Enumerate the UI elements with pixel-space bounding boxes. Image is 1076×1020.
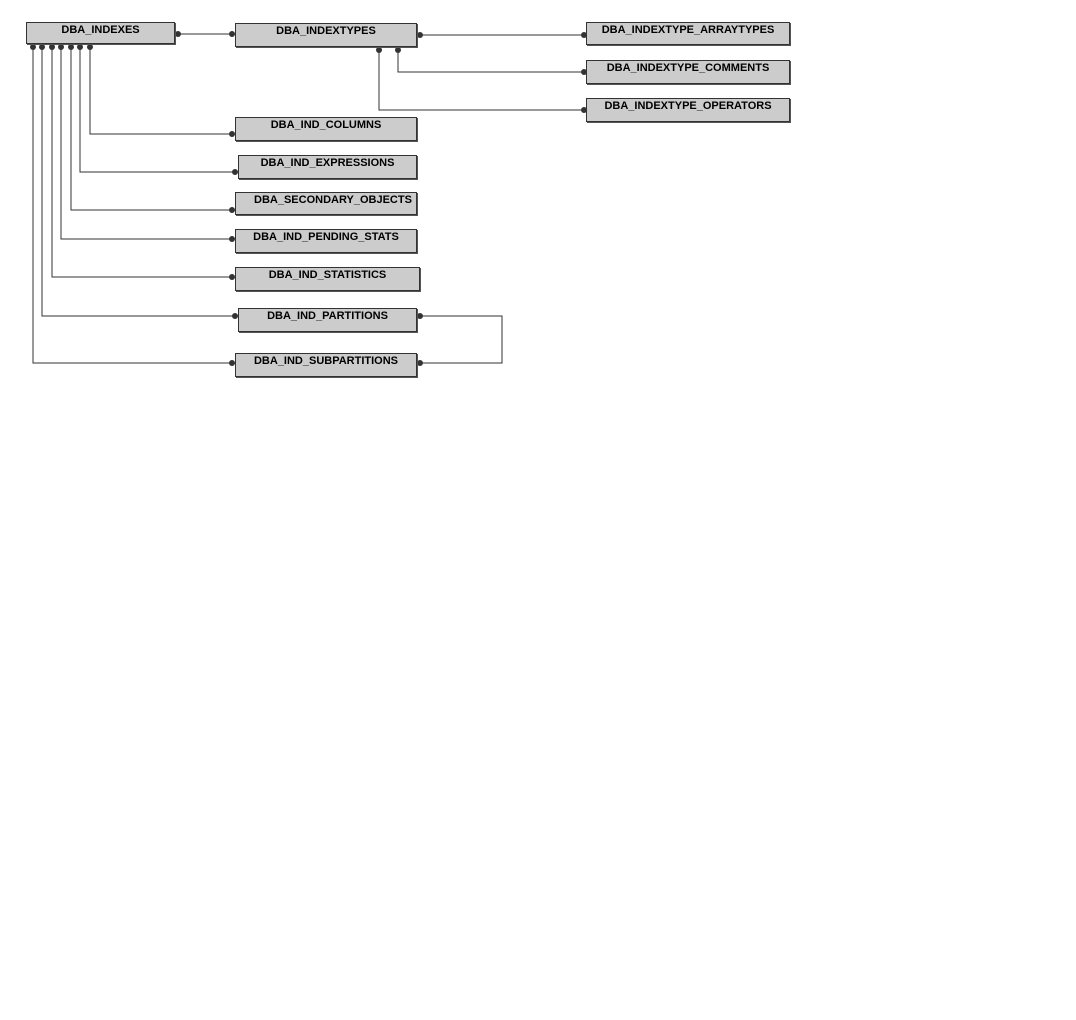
edge-indexes-ind-statistics — [51, 47, 232, 278]
node-dba-ind-pending-stats[interactable]: DBA_IND_PENDING_STATS — [235, 229, 417, 253]
connector-dot — [229, 131, 235, 137]
connector-dot — [232, 313, 238, 319]
node-dba-indexes[interactable]: DBA_INDEXES — [26, 22, 175, 44]
node-dba-ind-subpartitions[interactable]: DBA_IND_SUBPARTITIONS — [235, 353, 417, 377]
connector-dot — [229, 207, 235, 213]
node-dba-ind-columns[interactable]: DBA_IND_COLUMNS — [235, 117, 417, 141]
connector-dot — [417, 32, 423, 38]
connector-dot — [417, 313, 423, 319]
connector-dot — [581, 69, 587, 75]
edge-indextypes-comments — [397, 50, 584, 73]
connector-dot — [68, 44, 74, 50]
connector-dot — [417, 360, 423, 366]
edge-indexes-ind-expressions — [79, 47, 235, 173]
connector-dot — [581, 107, 587, 113]
connector-dot — [175, 31, 181, 37]
node-dba-indextype-arraytypes[interactable]: DBA_INDEXTYPE_ARRAYTYPES — [586, 22, 790, 45]
node-dba-ind-expressions[interactable]: DBA_IND_EXPRESSIONS — [238, 155, 417, 179]
connector-dot — [232, 169, 238, 175]
connector-dot — [229, 31, 235, 37]
connector-dot — [58, 44, 64, 50]
connector-dot — [30, 44, 36, 50]
connector-dot — [395, 47, 401, 53]
node-dba-indextypes[interactable]: DBA_INDEXTYPES — [235, 23, 417, 47]
node-dba-indextype-comments[interactable]: DBA_INDEXTYPE_COMMENTS — [586, 60, 790, 84]
edge-indexes-ind-columns — [89, 47, 232, 135]
connector-dot — [229, 274, 235, 280]
node-dba-ind-statistics[interactable]: DBA_IND_STATISTICS — [235, 267, 420, 291]
node-dba-secondary-objects[interactable]: DBA_SECONDARY_OBJECTS — [235, 192, 417, 215]
connector-dot — [376, 47, 382, 53]
connector-dot — [581, 32, 587, 38]
edge-partitions-subpartitions — [420, 315, 503, 364]
connector-dot — [229, 236, 235, 242]
edge-indexes-secondary-objects — [70, 47, 232, 211]
connector-dot — [229, 360, 235, 366]
connector-dot — [49, 44, 55, 50]
edge-indexes-ind-partitions — [41, 47, 235, 317]
node-dba-ind-partitions[interactable]: DBA_IND_PARTITIONS — [238, 308, 417, 332]
connector-dot — [77, 44, 83, 50]
connector-dot — [87, 44, 93, 50]
connector-dot — [39, 44, 45, 50]
node-dba-indextype-operators[interactable]: DBA_INDEXTYPE_OPERATORS — [586, 98, 790, 122]
edge-indextypes-operators — [378, 50, 584, 111]
edge-indexes-ind-pending-stats — [60, 47, 232, 240]
edge-indexes-ind-subpartitions — [32, 47, 232, 364]
